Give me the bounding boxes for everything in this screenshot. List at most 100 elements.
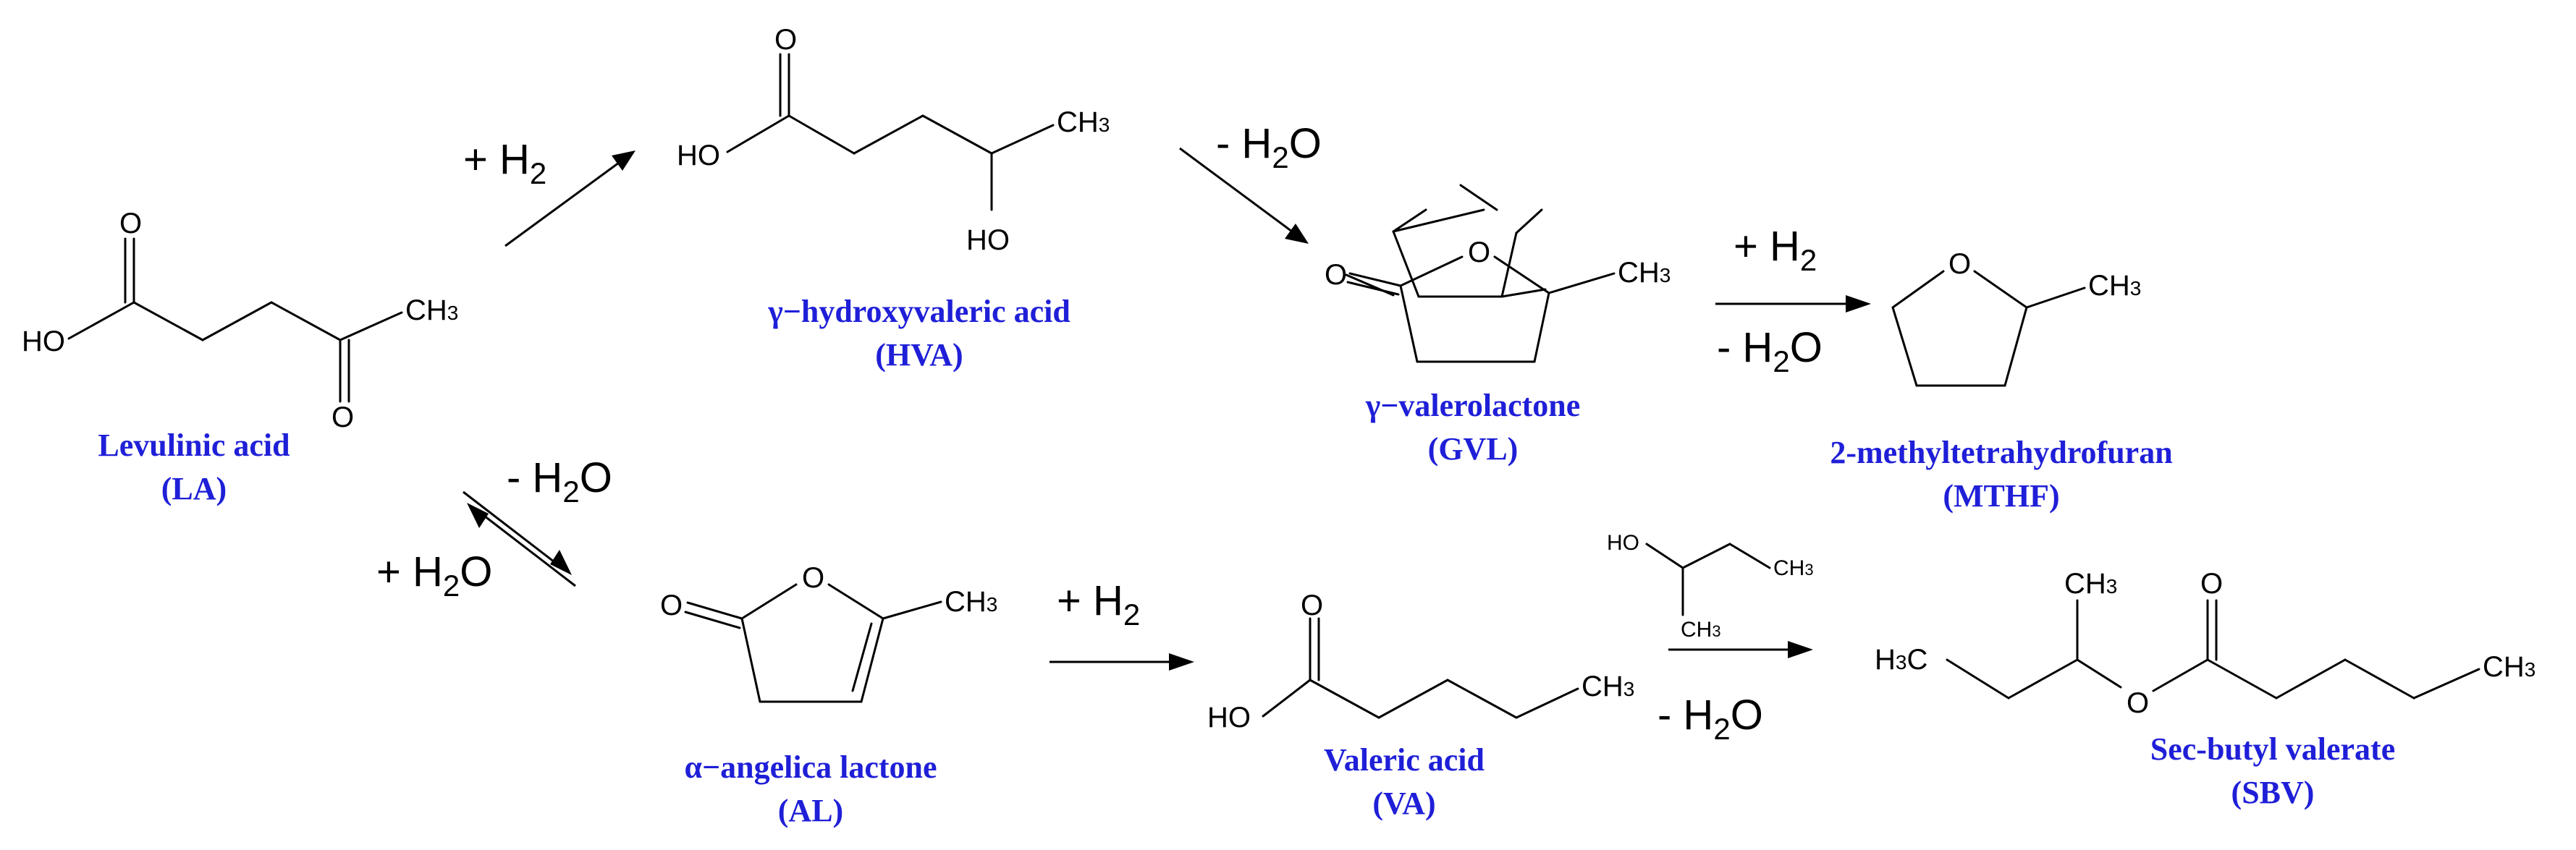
arrow-va-to-sbv [1668,641,1813,658]
atom-label: O [331,401,354,433]
svg-text:CH3: CH3 [2483,651,2535,683]
atom-label: CH [1582,671,1623,702]
compound-name: α−angelica lactone [684,749,937,785]
atom-label: CH [1057,106,1099,138]
compound-name: Valeric acid [1324,742,1485,778]
svg-text:O: O [1301,590,1323,621]
svg-text:H3C: H3C [1875,644,1927,676]
svg-text:O: O [1468,237,1490,268]
svg-text:O: O [119,208,142,239]
atom-label: CH [1618,257,1660,289]
atom-label: CH [405,294,447,326]
compound-name: Sec-butyl valerate [2150,731,2395,767]
atom-label: CH [2064,568,2106,600]
gvl-structure [1392,184,1547,298]
svg-text:HO: HO [1607,531,1639,555]
compound-name: 2-methyltetrahydrofuran [1830,435,2172,470]
condition-dehydration: - H2O [1717,324,1823,378]
svg-text:HO: HO [22,326,65,357]
sbv-structure: H3C CH3 O O CH3 [1875,568,2535,719]
compound-name: Levulinic acid [98,428,290,463]
atom-label: 3 [1896,651,1907,673]
svg-text:O: O [1325,259,1347,291]
atom-label: 3 [2106,575,2118,598]
atom-label: 3 [1660,264,1671,286]
compound-name: γ−hydroxyvaleric acid [767,294,1070,329]
atom-label: 3 [447,302,459,324]
condition-hydrogenation: + H2 [463,136,546,190]
mthf-structure: O CH3 [1891,248,2141,387]
atom-label: 3 [987,593,998,616]
arrow-hva-to-gvl [1179,147,1309,244]
svg-text:CH3: CH3 [1681,618,1721,642]
condition-dehydration: - H2O [507,454,612,509]
gvl-ring: O O CH3 [1325,237,1671,363]
atom-label: 3 [1712,622,1720,640]
condition-dehydration: - H2O [1657,692,1763,746]
atom-label: 3 [2525,658,2536,681]
svg-text:O: O [802,562,824,594]
atom-label: HO [22,326,65,357]
atom-label: 3 [1804,561,1813,579]
equilibrium-arrows-la-al [463,490,576,587]
condition-hydrogenation: + H2 [1733,223,1817,277]
svg-text:O: O [660,590,683,621]
svg-text:HO: HO [966,224,1010,256]
arrow-la-to-hva [504,150,635,247]
atom-label: HO [1607,531,1639,555]
compound-abbr: (SBV) [2231,775,2315,810]
atom-label: O [1948,248,1971,280]
atom-label: HO [966,224,1010,256]
atom-label: H [1875,644,1896,676]
atom-label: HO [677,140,720,171]
atom-label: O [1301,590,1323,621]
svg-text:CH3: CH3 [1618,257,1671,289]
svg-text:CH3: CH3 [2064,568,2117,600]
levulinic-acid-structure: O HO O CH3 [22,208,458,433]
atom-label: O [2127,687,2149,719]
arrow-al-to-va [1050,653,1194,671]
svg-text:CH3: CH3 [945,586,997,618]
svg-text:CH3: CH3 [2088,270,2141,302]
compound-abbr: (HVA) [875,337,963,373]
compound-name: γ−valerolactone [1365,388,1581,423]
svg-text:HO: HO [677,140,720,171]
atom-label: C [1906,644,1927,676]
atom-label: O [802,562,824,594]
atom-label: O [1468,237,1490,268]
svg-text:HO: HO [1207,702,1251,734]
atom-label: CH [1681,618,1712,642]
arrow-gvl-to-mthf [1715,295,1871,313]
svg-text:O: O [2200,568,2223,600]
atom-label: CH [1773,556,1804,580]
compound-abbr: (LA) [161,471,227,506]
svg-text:CH3: CH3 [1057,106,1110,138]
valeric-acid-structure: O HO CH3 [1207,590,1634,734]
condition-dehydration: - H2O [1216,120,1322,174]
svg-text:O: O [2127,687,2149,719]
atom-label: CH [2088,270,2130,302]
butanol-reagent-structure: HO CH3 CH3 [1607,531,1814,642]
condition-hydrogenation: + H2 [1057,577,1140,632]
atom-label: CH [945,586,987,618]
svg-text:O: O [1948,248,1971,280]
atom-label: O [774,24,797,56]
atom-label: O [119,208,142,239]
svg-text:CH3: CH3 [1582,671,1634,702]
compound-abbr: (MTHF) [1943,478,2059,514]
atom-label: HO [1207,702,1251,734]
atom-label: 3 [1099,114,1110,136]
hva-structure: O HO HO CH3 [677,24,1110,256]
atom-label: CH [2483,651,2525,683]
al-structure: O O CH3 [660,562,997,703]
condition-hydration: + H2O [376,548,492,603]
svg-text:O: O [331,401,354,433]
svg-text:CH3: CH3 [1773,556,1814,580]
atom-label: O [660,590,683,621]
atom-label: O [2200,568,2223,600]
compound-abbr: (VA) [1372,786,1435,821]
compound-abbr: (AL) [778,793,843,828]
compound-abbr: (GVL) [1428,431,1519,467]
atom-label: 3 [2130,277,2142,299]
